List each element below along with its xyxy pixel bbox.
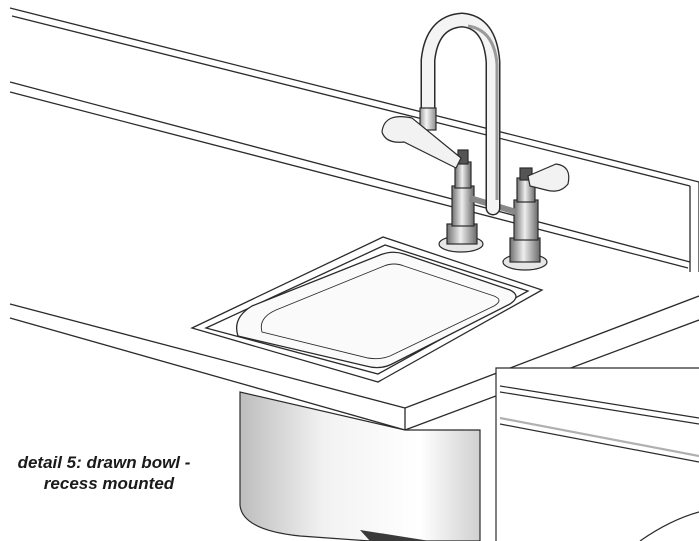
bowl-body: [239, 391, 481, 541]
inset-backsplash-line: [499, 385, 699, 419]
left-valve-nut: [446, 223, 478, 245]
inset-rim-line: [639, 511, 699, 541]
spout-aerator: [419, 107, 437, 131]
sink-opening: [190, 236, 544, 383]
bowl-bottom-shadow: [360, 530, 430, 541]
spout-shade: [467, 24, 499, 200]
backsplash-bottom-crease: [9, 81, 691, 263]
inset-backsplash-line-2: [499, 391, 699, 425]
sink-bowl-inner: [235, 251, 517, 369]
caption-line-2: recess mounted: [43, 474, 175, 493]
right-valve-body: [513, 199, 539, 241]
countertop-front-edge: [9, 303, 406, 409]
inset-crease-line: [499, 416, 699, 458]
backsplash-top-edge-inner: [11, 15, 691, 187]
countertop-front-edge-lower: [9, 317, 406, 431]
backsplash-bottom-crease-2: [9, 91, 689, 269]
left-wrist-blade-handle: [381, 116, 462, 169]
drawn-bowl: [239, 391, 481, 541]
right-wrist-blade-handle: [527, 163, 570, 192]
gooseneck-spout-highlight: [422, 13, 499, 214]
sink-bowl-floor: [260, 263, 500, 360]
sink-rim-inner: [204, 244, 530, 375]
left-valve-body: [451, 185, 475, 227]
inset-crease-line-2: [499, 423, 699, 463]
right-valve-nut: [509, 237, 541, 263]
countertop-right-front-edge: [404, 295, 699, 409]
detail-inset: [495, 367, 699, 541]
caption-line-1: detail 5: drawn bowl -: [17, 453, 191, 472]
faucet-assembly: [381, 12, 570, 271]
inset-frame: [495, 367, 699, 541]
detail-caption: detail 5: drawn bowl - recess mounted: [0, 452, 218, 494]
backsplash-top-edge: [9, 7, 699, 183]
